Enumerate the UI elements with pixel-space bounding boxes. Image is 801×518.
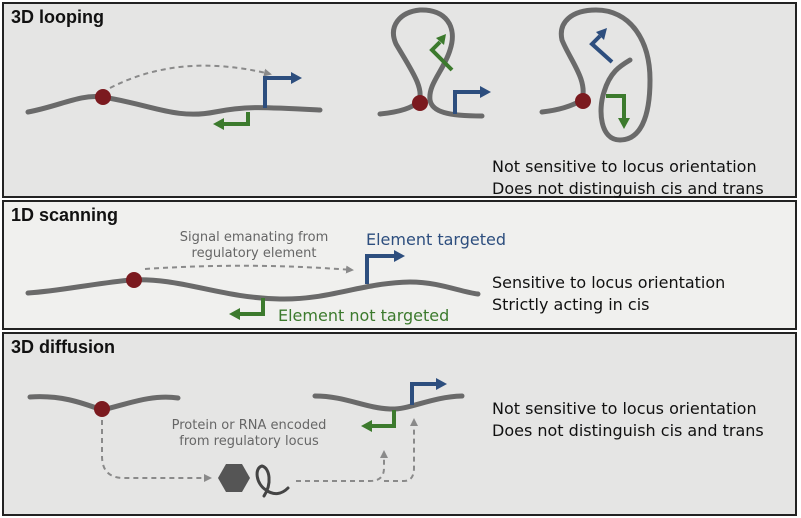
protein-hexagon [218, 464, 250, 492]
targeted-promoter-icon-diffusion [410, 382, 438, 405]
panel-1d-scanning: 1D scanning Signal emanating from regula… [2, 200, 797, 330]
regulatory-element-dot-loop-2 [575, 93, 591, 109]
not-targeted-promoter-icon-scanning [238, 298, 265, 316]
targeted-promoter-icon-loop-2 [589, 34, 614, 64]
element-not-targeted-label: Element not targeted [278, 306, 450, 325]
panel-title-looping: 3D looping [11, 7, 104, 27]
diffusion-description: Not sensitive to locus orientation Does … [492, 398, 764, 442]
scanning-signal-arrow [144, 264, 354, 274]
scanning-line-1: Sensitive to locus orientation [492, 273, 726, 292]
signal-label-line-1: Signal emanating from [179, 230, 329, 245]
not-targeted-promoter-icon-diffusion [370, 410, 396, 428]
panel-3d-diffusion: 3D diffusion Protein or RNA encoded from… [2, 332, 797, 516]
product-label-line-2: from regulatory locus [179, 434, 319, 449]
element-targeted-label: Element targeted [366, 230, 506, 249]
regulatory-element-dot-diffusion [94, 401, 110, 417]
signal-label: Signal emanating from regulatory element [164, 230, 344, 262]
looping-signal-arrow [109, 64, 272, 89]
diffusion-path-to-target [296, 450, 388, 482]
regulatory-element-dot [95, 89, 111, 105]
dna-strand-linear [25, 94, 323, 117]
regulatory-element-dot-loop [412, 95, 428, 111]
product-label-line-1: Protein or RNA encoded [171, 418, 327, 433]
diffusion-line-2: Does not distinguish cis and trans [492, 421, 764, 440]
product-label: Protein or RNA encoded from regulatory l… [149, 418, 349, 450]
looping-line-2: Does not distinguish cis and trans [492, 179, 764, 198]
panel-title-scanning: 1D scanning [11, 205, 119, 225]
not-targeted-promoter-icon-loop [429, 40, 454, 72]
dna-strand-loop-2 [539, 7, 653, 143]
diffusion-path-to-target-2 [384, 418, 418, 482]
diffusion-path-to-product [101, 420, 212, 482]
looping-description: Not sensitive to locus orientation Does … [492, 156, 764, 200]
not-targeted-promoter-icon [222, 112, 250, 126]
scanning-line-2: Strictly acting in cis [492, 295, 650, 314]
panel-title-diffusion: 3D diffusion [11, 337, 115, 357]
dna-strand-loop [377, 7, 485, 119]
dna-strand-target [312, 393, 465, 412]
panel-3d-looping: 3D looping Not sensitive to locus orient… [2, 2, 797, 198]
diffusion-line-1: Not sensitive to locus orientation [492, 399, 757, 418]
dna-strand-scanning [25, 277, 481, 302]
regulatory-element-dot-scanning [126, 272, 142, 288]
targeted-promoter-icon-loop [453, 90, 482, 114]
targeted-promoter-icon-scanning [365, 254, 396, 284]
not-targeted-promoter-icon-loop-2 [606, 94, 626, 120]
scanning-description: Sensitive to locus orientation Strictly … [492, 272, 725, 316]
targeted-promoter-icon [263, 76, 293, 108]
signal-label-line-2: regulatory element [191, 246, 317, 261]
rna-squiggle [255, 464, 290, 498]
looping-line-1: Not sensitive to locus orientation [492, 157, 757, 176]
